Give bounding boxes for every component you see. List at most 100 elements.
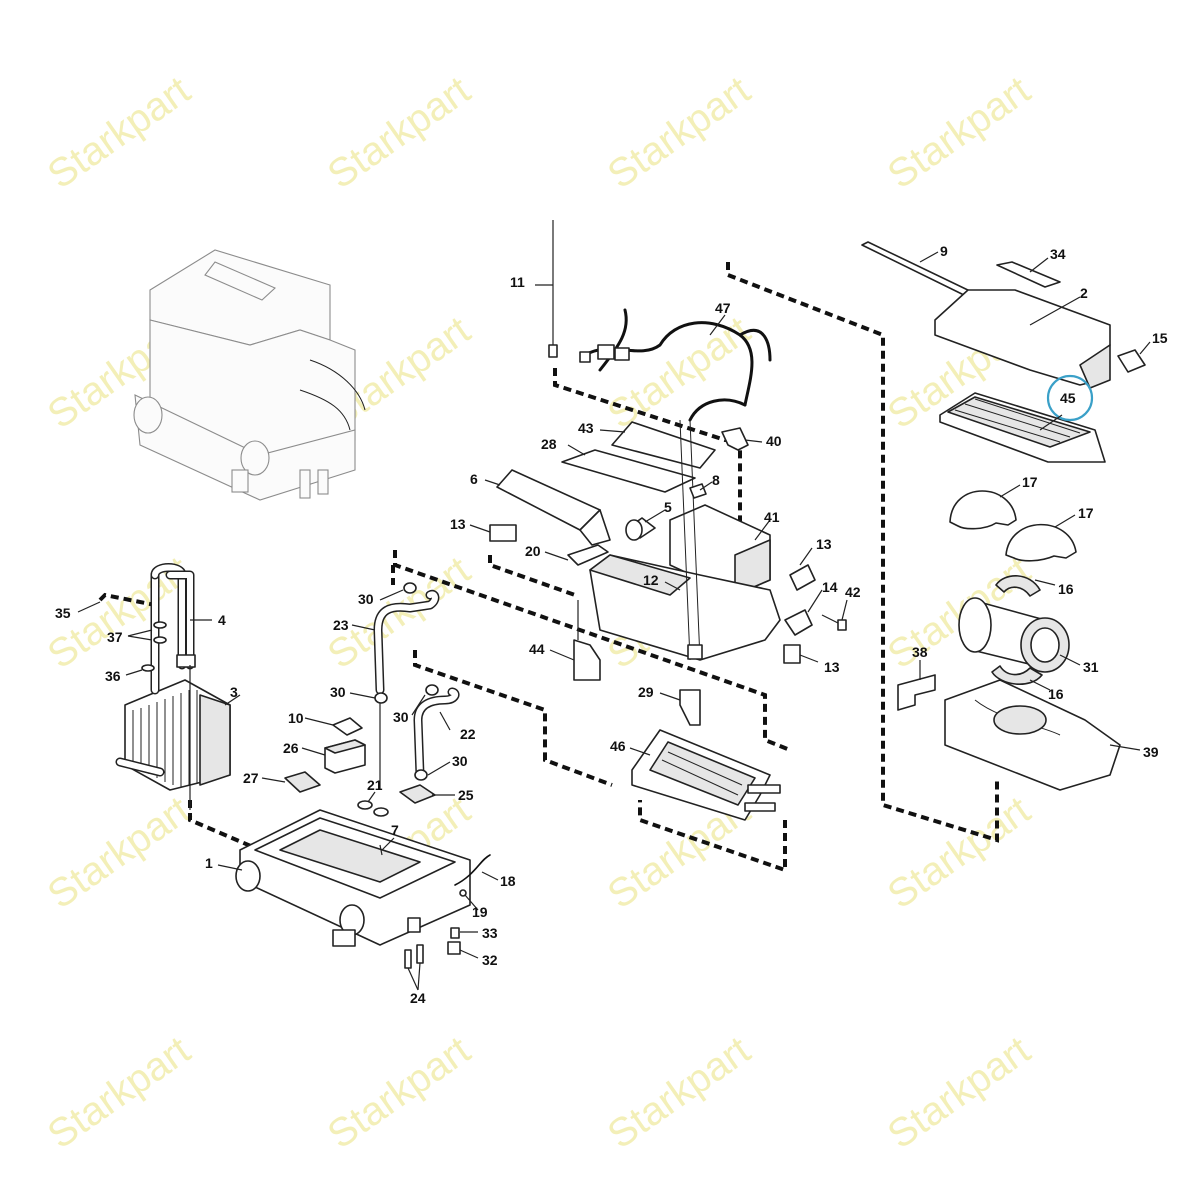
part-screw-19 [459,889,467,897]
watermark: Starkpart [320,68,478,197]
part-hose-clamp [425,684,439,696]
core-fins [132,690,198,787]
label-part-13: 13 [450,516,466,532]
label-part-42: 42 [845,584,861,600]
label-part-10: 10 [288,710,304,726]
label-part-30: 30 [358,591,374,607]
label-part-7: 7 [391,822,399,838]
label-part-16: 16 [1048,686,1064,702]
part-block-26 [324,739,366,774]
label-part-6: 6 [470,471,478,487]
part-cabin-filter [939,392,1106,463]
label-part-21: 21 [367,777,383,793]
assembled-unit-overview [133,249,366,501]
part-half-cover [1005,523,1077,562]
label-part-29: 29 [638,684,654,700]
label-part-24: 24 [410,990,426,1006]
watermark: Starkpart [320,1028,478,1157]
part-o-ring [141,664,155,672]
part-module-housing [589,419,781,661]
part-flap-6 [496,469,611,546]
part-connector [783,644,801,664]
part-wire-18 [454,854,491,886]
label-part-20: 20 [525,543,541,559]
label-part-1: 1 [205,855,213,871]
part-flap-44 [573,600,601,681]
label-part-33: 33 [482,925,498,941]
label-part-43: 43 [578,420,594,436]
part-connector [789,564,816,591]
part-hose-clamp [403,582,417,594]
part-housing [235,809,471,947]
part-o-ring [153,621,167,629]
part-clip [721,427,749,451]
part-sensor-14 [784,609,813,636]
label-part-3: 3 [230,684,238,700]
part-cap-32 [447,941,461,955]
part-band [995,575,1041,597]
label-part-37: 37 [107,629,123,645]
watermark: Starkpart [40,68,198,197]
label-part-44: 44 [529,641,545,657]
part-strip-9 [861,241,973,298]
part-half-cover [949,490,1017,530]
label-part-18: 18 [500,873,516,889]
part-cover [934,289,1111,389]
label-part-38: 38 [912,644,928,660]
part-plug-33 [450,927,460,939]
part-grommet [373,807,389,817]
part-grommet [357,800,373,810]
label-part-9: 9 [940,243,948,259]
part-bracket [897,674,936,711]
label-part-4: 4 [218,612,226,628]
label-part-30: 30 [330,684,346,700]
label-part-12: 12 [643,572,659,588]
part-o-ring [153,636,167,644]
part-blower-motor [958,597,1070,673]
label-part-19: 19 [472,904,488,920]
label-part-2: 2 [1080,285,1088,301]
part-45-highlight-ring [1046,374,1094,422]
part-hose-22 [413,687,460,780]
part-connector [489,524,517,542]
label-part-30: 30 [393,709,409,725]
label-part-47: 47 [715,300,731,316]
label-part-26: 26 [283,740,299,756]
label-part-36: 36 [105,668,121,684]
watermark: Starkpart [880,1028,1038,1157]
part-cylinder [625,517,656,541]
part-bracket-20 [567,544,609,566]
part-heater-core [115,679,231,791]
label-part-40: 40 [766,433,782,449]
part-pipes [150,563,196,810]
part-hose-23 [373,589,440,790]
label-part-13: 13 [824,659,840,675]
part-pad-25 [399,784,436,804]
label-part-23: 23 [333,617,349,633]
label-part-32: 32 [482,952,498,968]
label-part-13: 13 [816,536,832,552]
part-drain [404,949,412,969]
part-blower-housing [944,679,1121,791]
label-part-5: 5 [664,499,672,515]
label-part-16: 16 [1058,581,1074,597]
part-labels: 11 47 9 34 2 15 45 17 17 16 16 31 38 39 … [55,243,1168,1006]
label-part-31: 31 [1083,659,1099,675]
label-part-8: 8 [712,472,720,488]
part-pin-7 [379,844,383,856]
part-lever-8 [689,483,707,499]
label-part-17: 17 [1022,474,1038,490]
label-part-28: 28 [541,436,557,452]
part-drain [416,944,424,964]
part-rod [548,220,558,358]
label-part-14: 14 [822,579,838,595]
label-part-25: 25 [458,787,474,803]
label-part-30: 30 [452,753,468,769]
part-flap-29 [679,689,701,726]
part-flap-43 [611,421,716,469]
watermark: Starkpart [600,68,758,197]
label-part-46: 46 [610,738,626,754]
label-part-15: 15 [1152,330,1168,346]
watermark: Starkpart [40,788,198,917]
watermark: Starkpart [40,1028,198,1157]
